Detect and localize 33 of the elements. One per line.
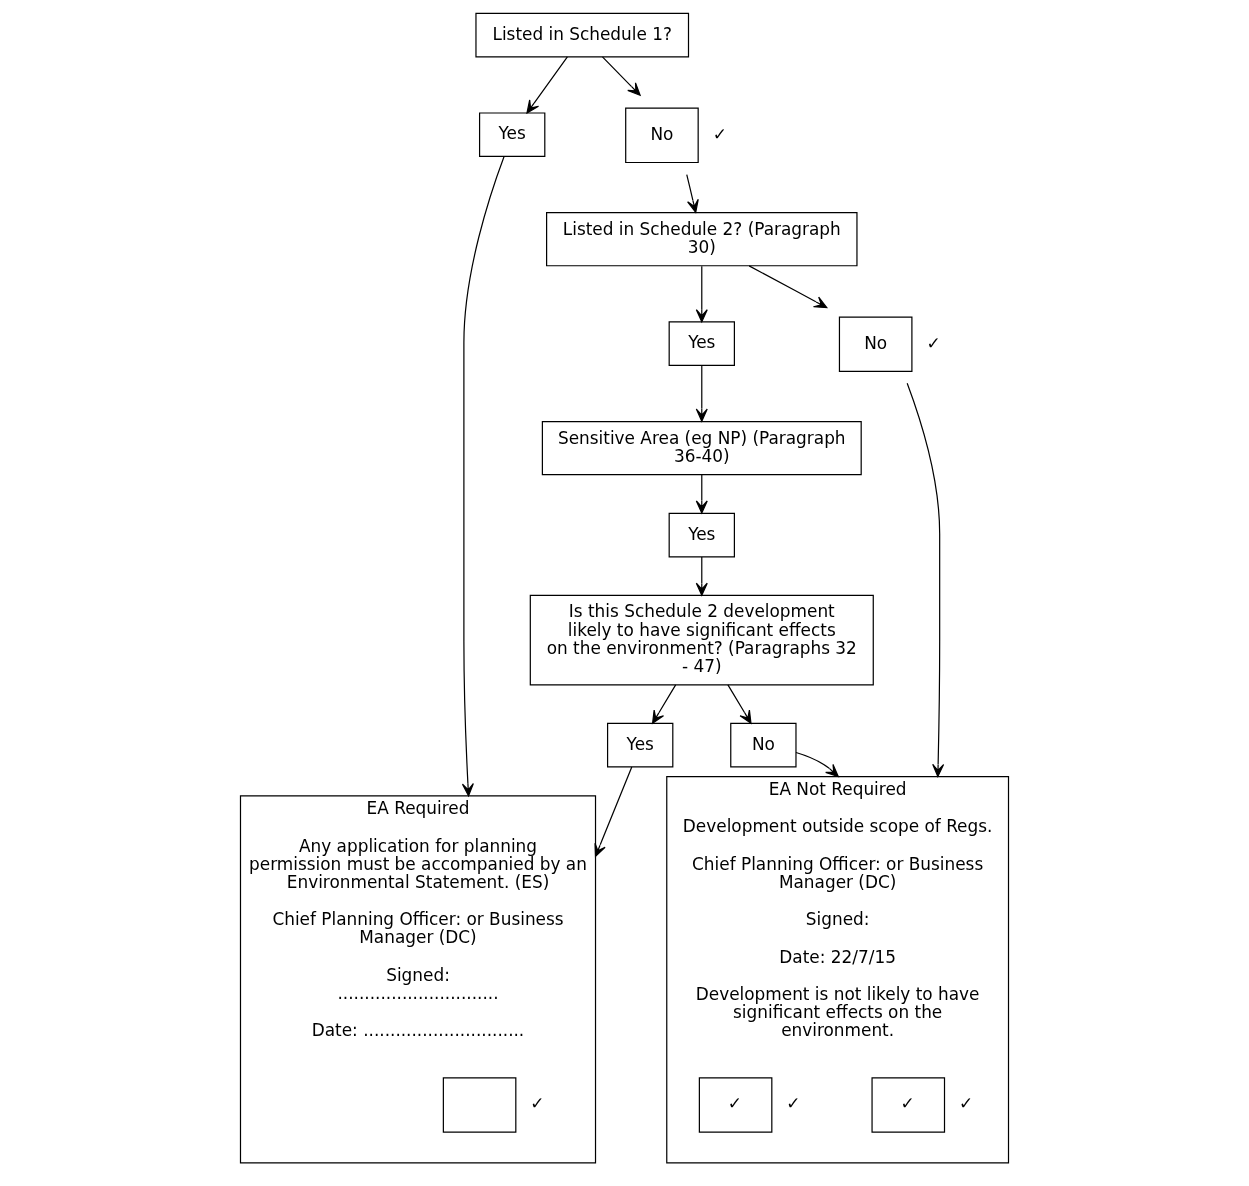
node-box: Is this Schedule 2 development likely to have significant effects on the environment? (Paragraphs 32 - 47) xyxy=(529,594,874,686)
node-box: Yes xyxy=(668,512,735,558)
node-box: No xyxy=(730,722,797,768)
node-label: ✓ xyxy=(712,123,727,144)
node-box: ✓ xyxy=(871,1077,946,1133)
node-box: Listed in Schedule 2? (Paragraph 30) xyxy=(546,212,858,267)
arrow xyxy=(748,265,828,309)
node-box xyxy=(442,1077,517,1133)
arrow xyxy=(695,364,708,422)
arrow xyxy=(906,382,945,778)
arrow xyxy=(695,556,708,596)
node-box: ✓ xyxy=(698,1077,773,1133)
node-label: ✓ xyxy=(530,1093,545,1114)
node-box: Sensitive Area (eg NP) (Paragraph 36-40) xyxy=(541,420,862,476)
arrow xyxy=(461,156,505,797)
node-box: No xyxy=(838,316,913,372)
arrow xyxy=(727,684,752,724)
arrow xyxy=(594,766,633,857)
arrow xyxy=(526,56,568,114)
arrow xyxy=(795,751,839,778)
node-label: ✓ xyxy=(786,1093,801,1114)
node-box: Yes xyxy=(607,722,674,768)
node-box: No xyxy=(625,107,699,164)
arrow xyxy=(652,684,677,724)
arrow xyxy=(695,474,708,514)
node-box: Listed in Schedule 1? xyxy=(475,12,690,58)
node-label: ✓ xyxy=(959,1093,974,1114)
arrow xyxy=(601,56,641,96)
arrow xyxy=(686,173,699,213)
node-label: ✓ xyxy=(926,332,941,353)
node-box: Yes xyxy=(668,321,735,366)
node-box: Yes xyxy=(479,112,546,158)
arrow xyxy=(695,265,708,323)
